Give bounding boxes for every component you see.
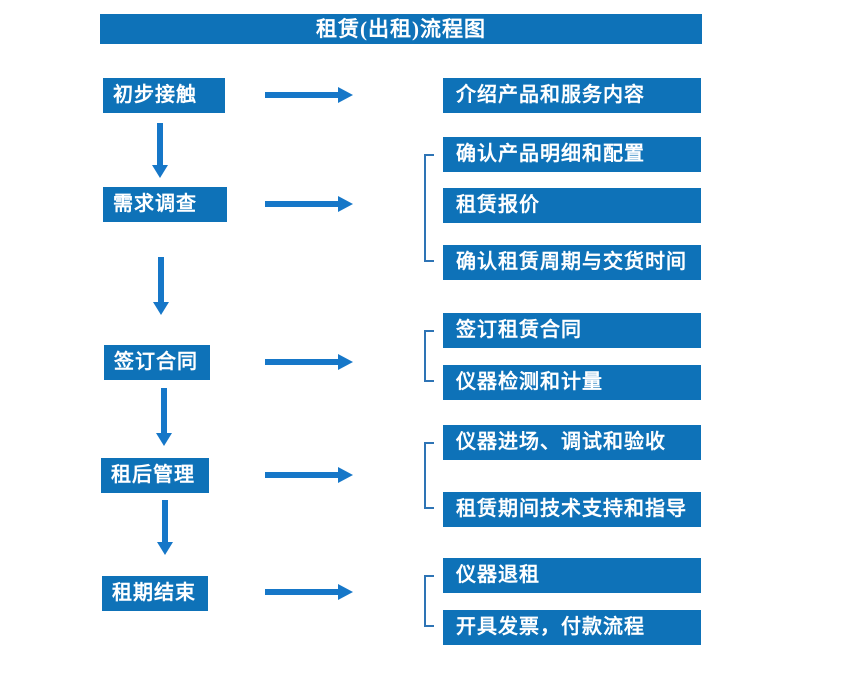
arrow-shaft — [158, 257, 164, 302]
arrow-shaft — [265, 589, 338, 595]
arrow-right-icon — [265, 467, 353, 483]
arrow-head — [338, 584, 353, 600]
detail-box-confirm-rental-period: 确认租赁周期与交货时间 — [443, 245, 701, 280]
arrow-shaft — [265, 201, 338, 207]
detail-box-tech-support: 租赁期间技术支持和指导 — [443, 492, 701, 527]
group-bracket — [424, 575, 434, 627]
detail-box-sign-rental-contract: 签订租赁合同 — [443, 313, 701, 348]
arrow-right-icon — [265, 196, 353, 212]
arrow-shaft — [265, 92, 338, 98]
arrow-head — [338, 467, 353, 483]
group-bracket — [424, 154, 434, 262]
arrow-head — [157, 542, 173, 555]
arrow-shaft — [157, 123, 163, 165]
arrow-head — [338, 87, 353, 103]
flowchart-title: 租赁(出租)流程图 — [100, 14, 702, 44]
step-box-initial-contact: 初步接触 — [103, 78, 225, 113]
group-bracket — [424, 442, 434, 509]
step-box-sign-contract: 签订合同 — [104, 345, 210, 380]
arrow-head — [152, 165, 168, 178]
arrow-down-icon — [153, 257, 169, 315]
step-box-post-rental-management: 租后管理 — [101, 458, 209, 493]
detail-box-instrument-return: 仪器退租 — [443, 558, 701, 593]
arrow-down-icon — [152, 123, 168, 178]
step-box-rental-end: 租期结束 — [102, 576, 208, 611]
detail-box-rental-quote: 租赁报价 — [443, 188, 701, 223]
arrow-right-icon — [265, 354, 353, 370]
arrow-head — [338, 196, 353, 212]
detail-box-confirm-product-details: 确认产品明细和配置 — [443, 137, 701, 172]
arrow-down-icon — [157, 500, 173, 555]
arrow-shaft — [162, 500, 168, 542]
detail-box-intro-products: 介绍产品和服务内容 — [443, 78, 701, 113]
arrow-head — [153, 302, 169, 315]
arrow-head — [156, 433, 172, 446]
detail-box-instrument-testing: 仪器检测和计量 — [443, 365, 701, 400]
arrow-head — [338, 354, 353, 370]
arrow-shaft — [161, 388, 167, 433]
arrow-right-icon — [265, 584, 353, 600]
detail-box-instrument-entry: 仪器进场、调试和验收 — [443, 425, 701, 460]
arrow-shaft — [265, 472, 338, 478]
detail-box-invoice-payment: 开具发票，付款流程 — [443, 610, 701, 645]
arrow-right-icon — [265, 87, 353, 103]
arrow-down-icon — [156, 388, 172, 446]
group-bracket — [424, 330, 434, 382]
arrow-shaft — [265, 359, 338, 365]
step-box-demand-survey: 需求调查 — [103, 187, 227, 222]
